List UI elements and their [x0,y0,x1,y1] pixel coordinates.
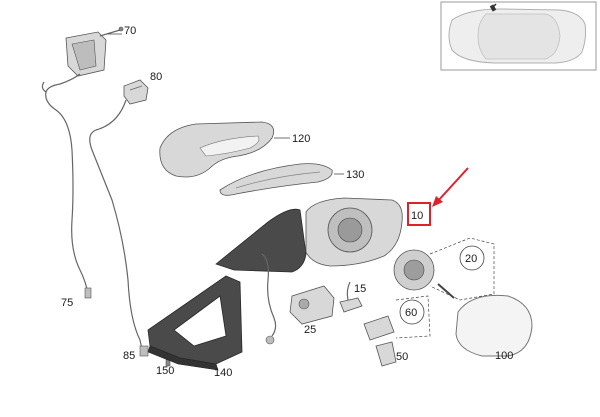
label-70: 70 [124,25,136,37]
label-140: 140 [214,367,232,379]
highlight-arrow [432,167,469,207]
label-20: 20 [465,253,477,265]
label-50: 50 [396,351,408,363]
part-15[interactable] [339,281,363,313]
part-10-mirror-base[interactable] [215,197,403,345]
label-15: 15 [354,283,366,295]
label-130: 130 [346,169,364,181]
cable-85[interactable] [89,99,149,357]
part-130[interactable] [219,163,333,196]
part-20[interactable] [393,249,455,299]
part-60[interactable] [363,315,395,341]
label-60: 60 [405,307,417,319]
label-150: 150 [156,365,174,377]
label-80: 80 [150,71,162,83]
part-50[interactable] [375,341,397,367]
part-70[interactable] [65,26,124,77]
part-120[interactable] [159,121,275,178]
label-25: 25 [304,324,316,336]
cable-75[interactable] [41,73,92,299]
vehicle-thumbnail[interactable] [440,1,597,71]
label-85: 85 [123,350,135,362]
part-140[interactable] [147,275,243,371]
part-80[interactable] [123,79,149,105]
label-100: 100 [495,350,513,362]
highlight-box [407,202,431,226]
label-120: 120 [292,133,310,145]
label-75: 75 [61,297,73,309]
label-10: 10 [411,210,423,222]
part-100-mirror-glass[interactable] [455,294,533,357]
part-25[interactable] [289,285,335,325]
